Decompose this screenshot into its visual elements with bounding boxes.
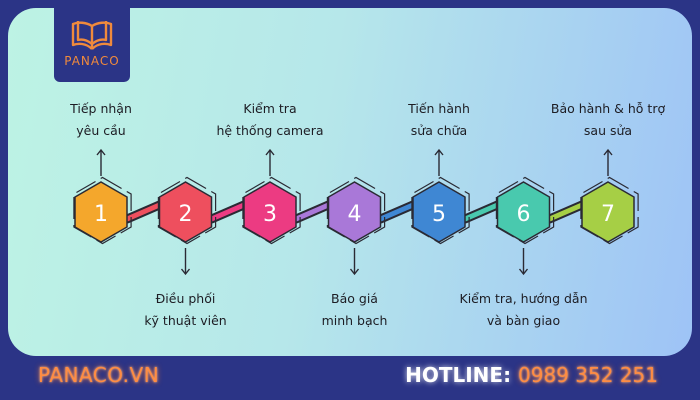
step-node-4: 4	[326, 176, 386, 276]
step-label-7: Bảo hành & hỗ trợ sau sửa	[523, 98, 693, 142]
step-node-1: 1	[73, 148, 132, 245]
step-label-line: kỹ thuật viên	[144, 313, 227, 328]
connector-bar	[545, 200, 587, 224]
step-label-line: Kiểm tra, hướng dẫn	[459, 291, 588, 306]
step-label-line: Báo giá	[331, 291, 378, 306]
arrow-up-icon	[265, 148, 275, 176]
step-hexagon	[327, 181, 382, 243]
step-label-line: Tiếp nhận	[70, 101, 132, 116]
step-node-7: 7	[580, 148, 639, 245]
step-node-3: 3	[242, 148, 301, 245]
arrow-down-icon	[180, 248, 191, 276]
step-label-line: Kiểm tra	[243, 101, 297, 116]
connector-bar	[291, 200, 333, 224]
step-number: 5	[432, 202, 446, 227]
step-hexagon	[496, 181, 551, 243]
step-hexagon	[158, 181, 213, 243]
arrow-up-icon	[96, 148, 106, 176]
hotline-number: 0989 352 251	[518, 363, 658, 387]
step-label-line: Điều phối	[155, 291, 216, 306]
connector-bar	[460, 200, 502, 224]
connector-bar	[376, 200, 418, 224]
step-node-6: 6	[495, 176, 555, 276]
step-node-5: 5	[411, 148, 470, 245]
step-label-line: hệ thống camera	[216, 123, 324, 138]
step-number: 7	[601, 202, 615, 227]
step-number: 1	[94, 202, 108, 227]
step-node-2: 2	[157, 176, 217, 276]
step-label-line: Bảo hành & hỗ trợ	[550, 101, 666, 116]
step-hexagon	[74, 181, 128, 243]
step-label-line: sửa chữa	[410, 123, 468, 138]
diagram-panel: PANACO	[8, 8, 692, 356]
step-hexagon	[581, 181, 635, 243]
arrow-up-icon	[434, 148, 444, 176]
step-label-3: Kiểm tra hệ thống camera	[185, 98, 355, 142]
step-number: 6	[517, 202, 531, 227]
step-label-line: Tiến hành	[408, 101, 470, 116]
hotline: HOTLINE: 0989 352 251	[405, 363, 658, 387]
step-number: 2	[179, 202, 193, 227]
arrow-up-icon	[603, 148, 613, 176]
step-hexagon	[412, 181, 466, 243]
step-label-2: Điều phối kỹ thuật viên	[101, 288, 271, 332]
logo-text: PANACO	[64, 54, 120, 68]
website-text: PANACO.VN	[38, 363, 160, 387]
hotline-label: HOTLINE:	[405, 363, 512, 387]
connector-bar	[122, 200, 164, 224]
step-label-5: Tiến hành sửa chữa	[354, 98, 524, 142]
step-hexagon	[243, 181, 297, 243]
step-label-line: sau sửa	[583, 123, 633, 138]
step-number: 4	[348, 202, 362, 227]
step-number: 3	[263, 202, 277, 227]
step-label-4: Báo giá minh bạch	[270, 288, 440, 332]
connector-bar	[207, 200, 249, 224]
arrow-down-icon	[349, 248, 360, 276]
step-label-line: minh bạch	[321, 313, 388, 328]
step-label-line: và bàn giao	[486, 313, 561, 328]
step-label-line: yêu cầu	[76, 123, 126, 138]
logo: PANACO	[54, 8, 130, 82]
step-label-1: Tiếp nhận yêu cầu	[16, 98, 186, 142]
book-icon	[71, 21, 113, 50]
arrow-down-icon	[518, 248, 529, 276]
step-label-6: Kiểm tra, hướng dẫn và bàn giao	[439, 288, 609, 332]
